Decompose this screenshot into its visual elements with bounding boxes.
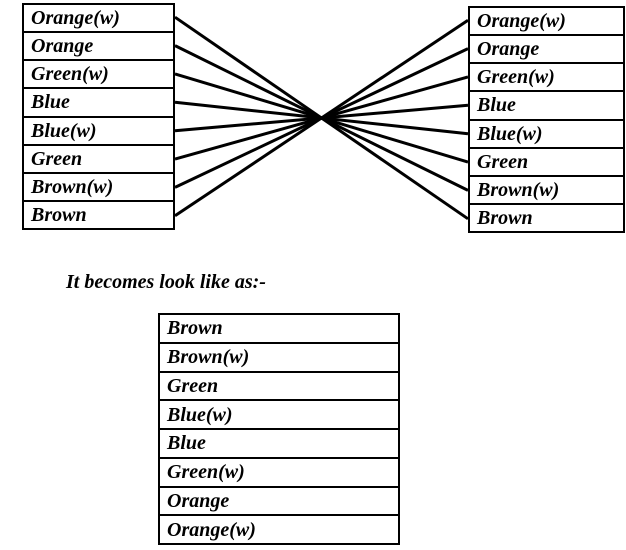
table-row: Blue(w) <box>470 121 623 149</box>
wire-line <box>174 47 469 189</box>
table-row: Blue <box>470 92 623 121</box>
wire-line <box>174 103 469 133</box>
table-row: Brown(w) <box>160 344 398 373</box>
left-wire-table: Orange(w) Orange Green(w) Blue Blue(w) G… <box>22 3 175 230</box>
wire-line <box>174 100 469 136</box>
wire-line <box>174 15 469 221</box>
table-row: Blue <box>160 430 398 459</box>
table-row: Orange <box>160 488 398 517</box>
table-row: Green(w) <box>160 459 398 488</box>
table-row: Green <box>160 373 398 402</box>
table-row: Blue(w) <box>24 118 173 146</box>
table-row: Brown <box>160 315 398 344</box>
table-row: Orange <box>24 33 173 62</box>
table-row: Brown <box>477 206 533 229</box>
wire-line <box>174 72 469 164</box>
table-row: Orange(w) <box>470 8 623 37</box>
table-row: Green <box>24 146 173 174</box>
table-row: Orange(w) <box>24 5 173 34</box>
table-row: Orange(w) <box>167 518 256 541</box>
table-row: Green <box>470 149 623 177</box>
wire-line <box>174 44 469 192</box>
caption-text: It becomes look like as:- <box>66 271 266 293</box>
result-wire-table: Brown Brown(w) Green Blue(w) Blue Green(… <box>158 313 400 545</box>
table-row: Orange <box>470 36 623 65</box>
wire-line <box>174 18 469 218</box>
table-row: Brown <box>31 203 87 226</box>
table-row: Green(w) <box>24 61 173 90</box>
right-wire-table: Orange(w) Orange Green(w) Blue Blue(w) G… <box>468 6 625 233</box>
table-row: Brown(w) <box>24 174 173 202</box>
table-row: Blue(w) <box>160 401 398 430</box>
table-row: Blue <box>24 89 173 118</box>
wire-line <box>174 75 469 161</box>
table-row: Brown(w) <box>470 177 623 205</box>
table-row: Green(w) <box>470 64 623 93</box>
